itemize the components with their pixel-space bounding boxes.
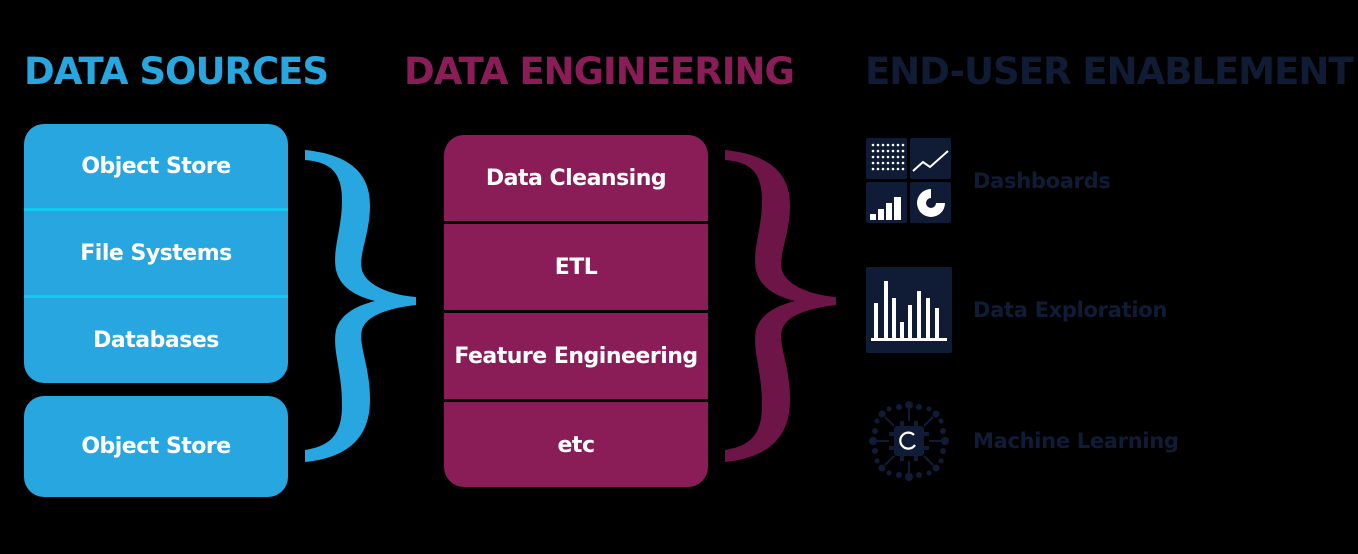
end-user-enablement-heading: END-USER ENABLEMENT: [865, 50, 1354, 93]
eng-etl: ETL: [444, 221, 708, 310]
data-engineering-heading: DATA ENGINEERING: [404, 50, 795, 93]
end-user-item-dashboards: Dashboards: [865, 137, 1111, 225]
eng-etc: etc: [444, 399, 708, 487]
curly-brace-icon: [305, 150, 416, 462]
neural-network-icon: [869, 401, 949, 481]
data-sources-stack: Object Store File Systems Databases: [24, 124, 288, 383]
end-user-item-data-exploration: Data Exploration: [865, 266, 1167, 354]
data-exploration-label: Data Exploration: [973, 298, 1168, 322]
data-engineering-stack: Data Cleansing ETL Feature Engineering e…: [444, 135, 708, 487]
source-object-store: Object Store: [81, 153, 231, 179]
dashboard-icon: [866, 138, 951, 223]
eng-data-cleansing: Data Cleansing: [485, 165, 667, 191]
eng-feature-engineering: Feature Engineering: [444, 310, 708, 399]
source-file-systems: File Systems: [24, 208, 288, 295]
dashboards-label: Dashboards: [973, 169, 1111, 193]
source-object-store-2: Object Store: [81, 434, 231, 459]
data-sources-heading: DATA SOURCES: [24, 50, 329, 93]
end-user-item-machine-learning: Machine Learning: [865, 397, 1179, 485]
source-databases: Databases: [24, 295, 288, 382]
curly-brace-icon: [725, 150, 836, 462]
bar-chart-icon: [866, 267, 952, 353]
data-sources-single-box: Object Store: [24, 396, 288, 497]
machine-learning-label: Machine Learning: [973, 429, 1179, 453]
